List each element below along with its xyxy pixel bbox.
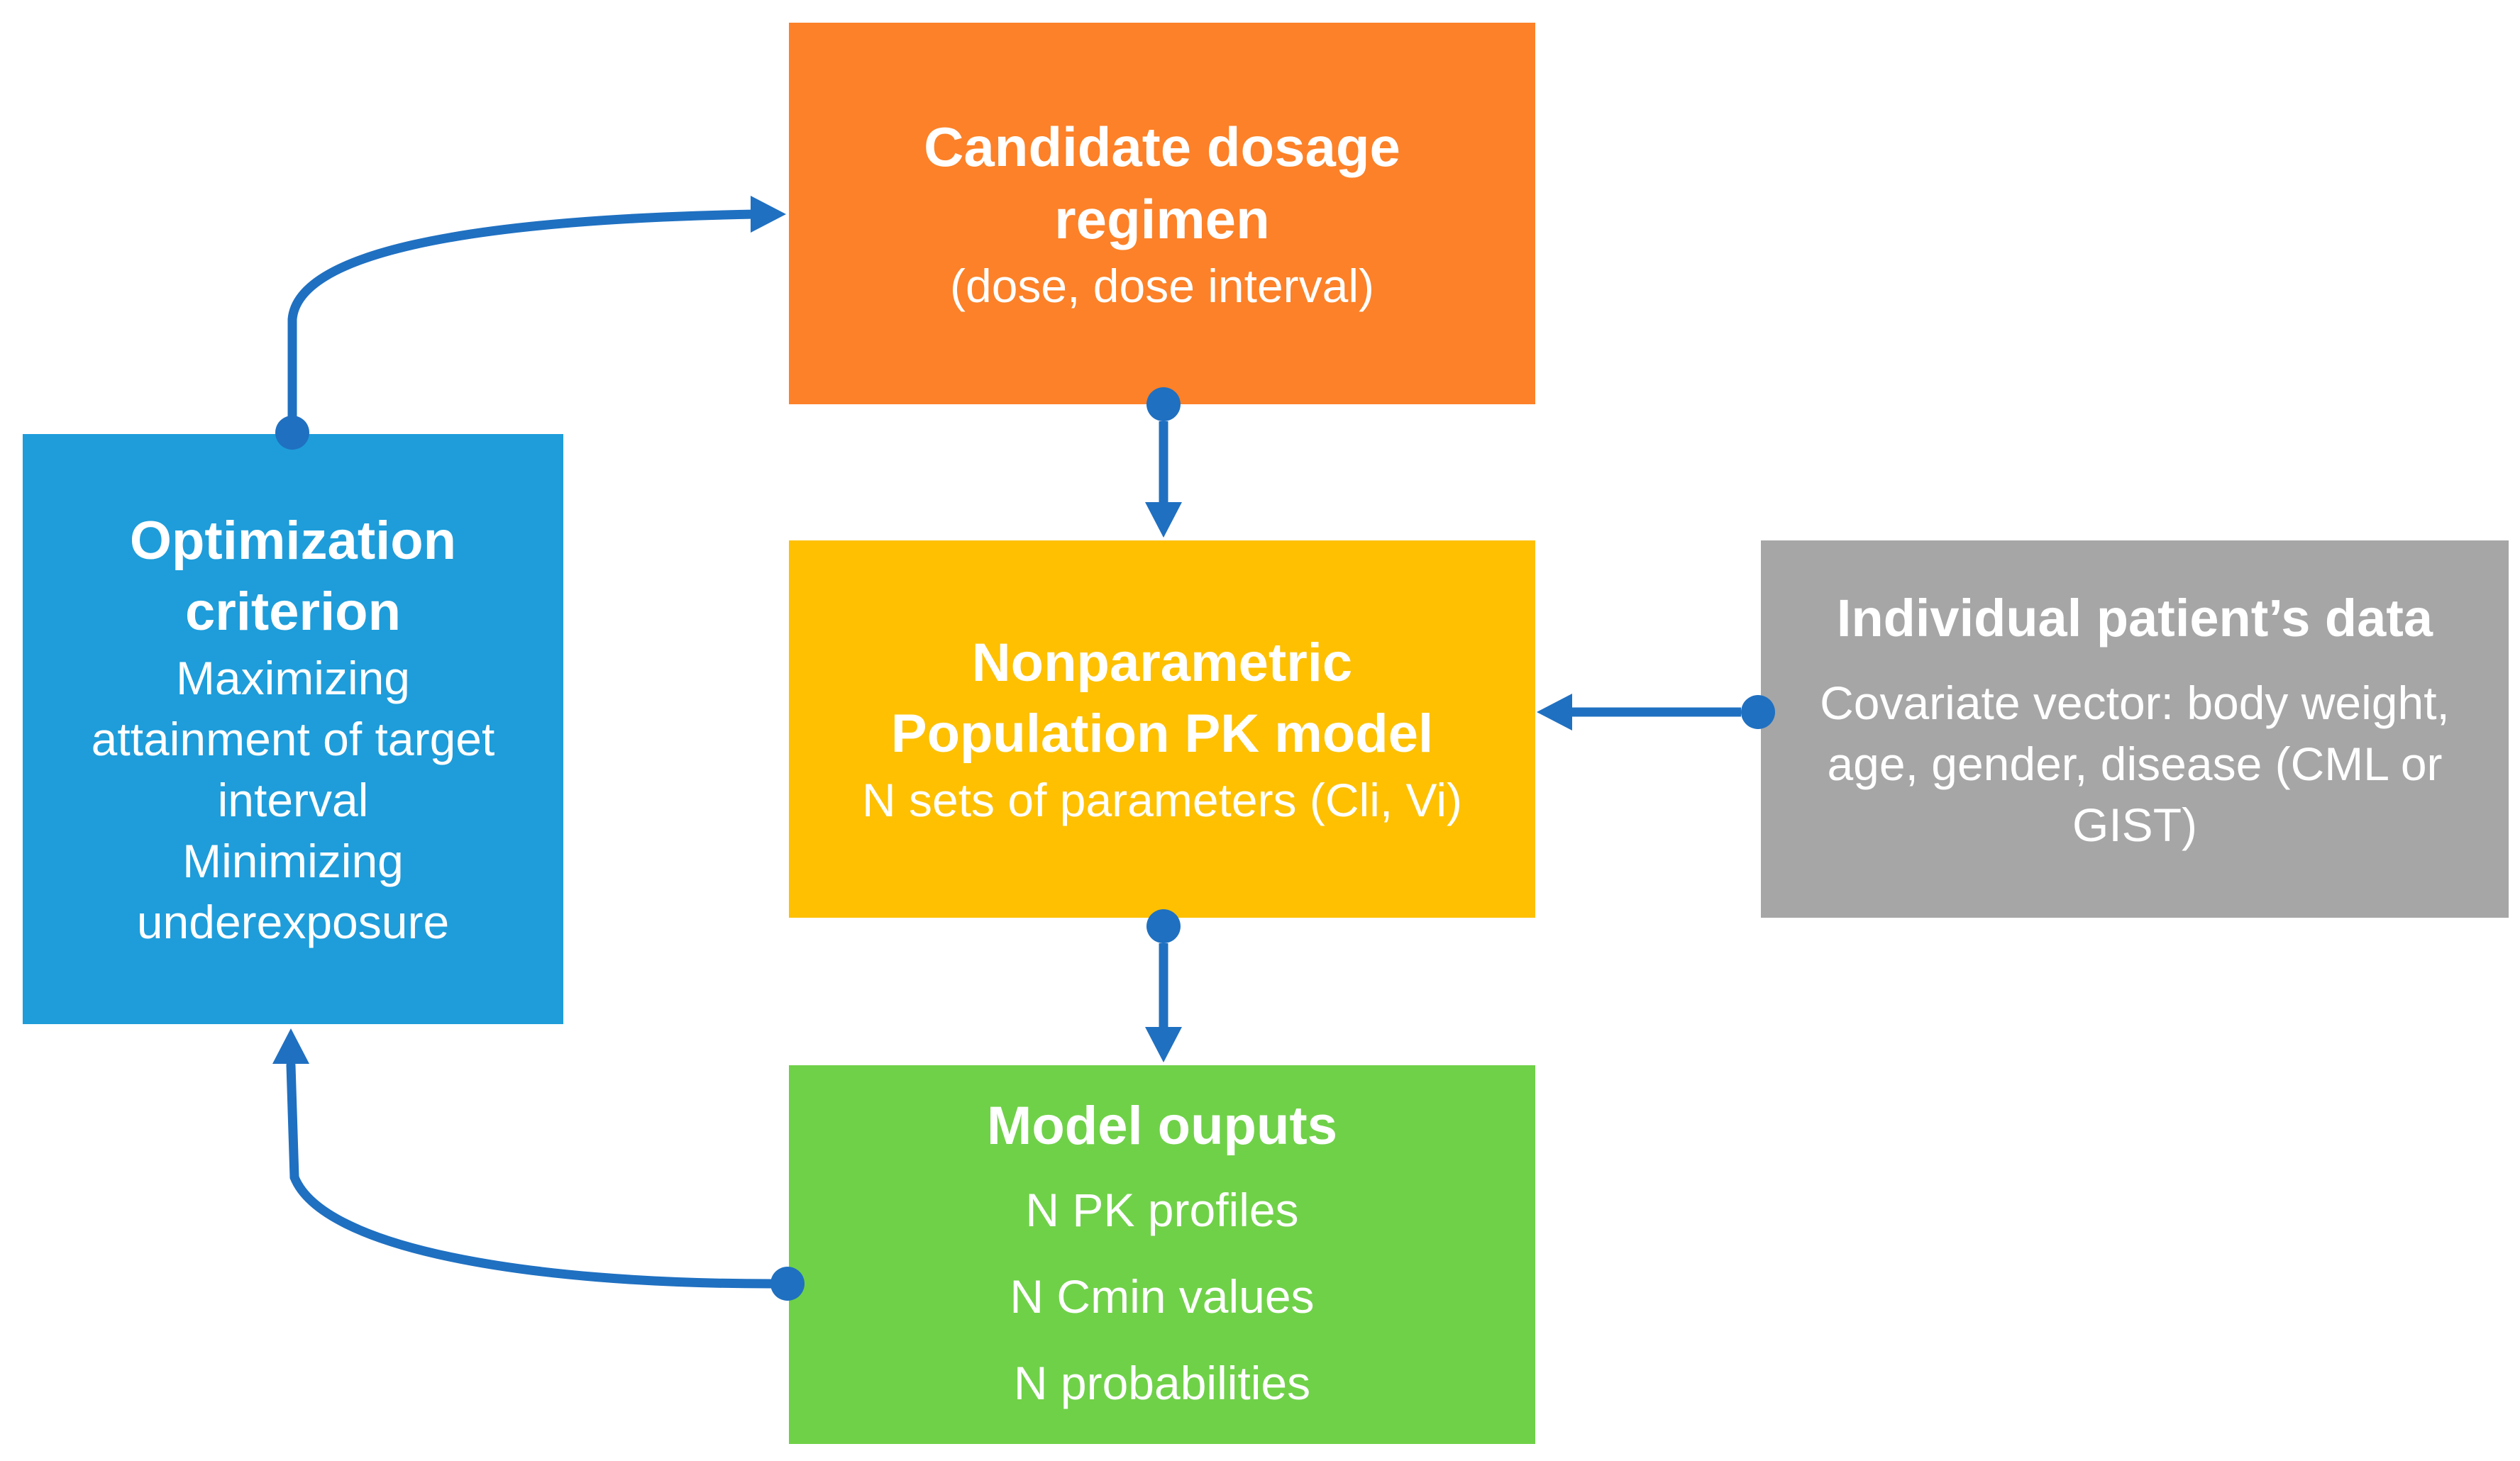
arrow-optimization-to-candidate <box>275 196 786 450</box>
model-subtitle: N sets of parameters (Cli, Vi) <box>861 774 1462 826</box>
outputs-line-pk-profiles: N PK profiles <box>1025 1184 1299 1236</box>
criterion-1-line-3: interval <box>217 774 369 826</box>
model-outputs-box: Model ouputs N PK profiles N Cmin values… <box>789 1065 1535 1444</box>
outputs-line-cmin-values: N Cmin values <box>1010 1270 1315 1323</box>
connector-curve <box>287 209 760 421</box>
patient-data-box: Individual patient’s data Covariate vect… <box>1761 540 2509 918</box>
outputs-title: Model ouputs <box>987 1096 1337 1156</box>
optimization-criterion-box: Optimization criterion Maximizing attain… <box>23 434 563 1024</box>
connector-curve <box>286 1060 775 1289</box>
arrowhead <box>1537 694 1572 730</box>
arrowhead <box>1145 1027 1182 1062</box>
arrow-model-to-outputs <box>1145 909 1182 1062</box>
candidate-title-line-1: Candidate dosage <box>924 116 1400 178</box>
optimization-title-line-2: criterion <box>184 582 402 642</box>
optimization-title-line-1: Optimization <box>129 511 457 571</box>
candidate-title-line-2: regimen <box>1054 188 1270 250</box>
arrow-outputs-to-optimization <box>272 1028 805 1301</box>
arrow-patient-to-model <box>1537 694 1775 730</box>
patient-line-3: GIST) <box>2072 799 2197 851</box>
candidate-subtitle: (dose, dose interval) <box>950 260 1374 312</box>
criterion-2-line-1: Minimizing <box>182 835 404 887</box>
criterion-1-line-2: attainment of target <box>91 713 495 765</box>
candidate-regimen-box: Candidate dosage regimen (dose, dose int… <box>789 23 1535 404</box>
patient-title: Individual patient’s data <box>1836 589 2433 648</box>
outputs-line-probabilities: N probabilities <box>1013 1357 1311 1409</box>
arrowhead <box>272 1028 309 1064</box>
patient-line-2: age, gender, disease (CML or <box>1827 738 2443 790</box>
model-title-line-1: Nonparametric <box>971 633 1353 693</box>
criterion-1-line-1: Maximizing <box>175 652 411 704</box>
patient-line-1: Covariate vector: body weight, <box>1820 677 2450 729</box>
model-title-line-2: Population PK model <box>890 704 1434 764</box>
pk-model-box: Nonparametric Population PK model N sets… <box>789 540 1535 918</box>
criterion-2-line-2: underexposure <box>136 896 450 948</box>
arrowhead <box>751 196 786 233</box>
arrowhead <box>1145 502 1182 538</box>
arrow-candidate-to-model <box>1145 387 1182 538</box>
